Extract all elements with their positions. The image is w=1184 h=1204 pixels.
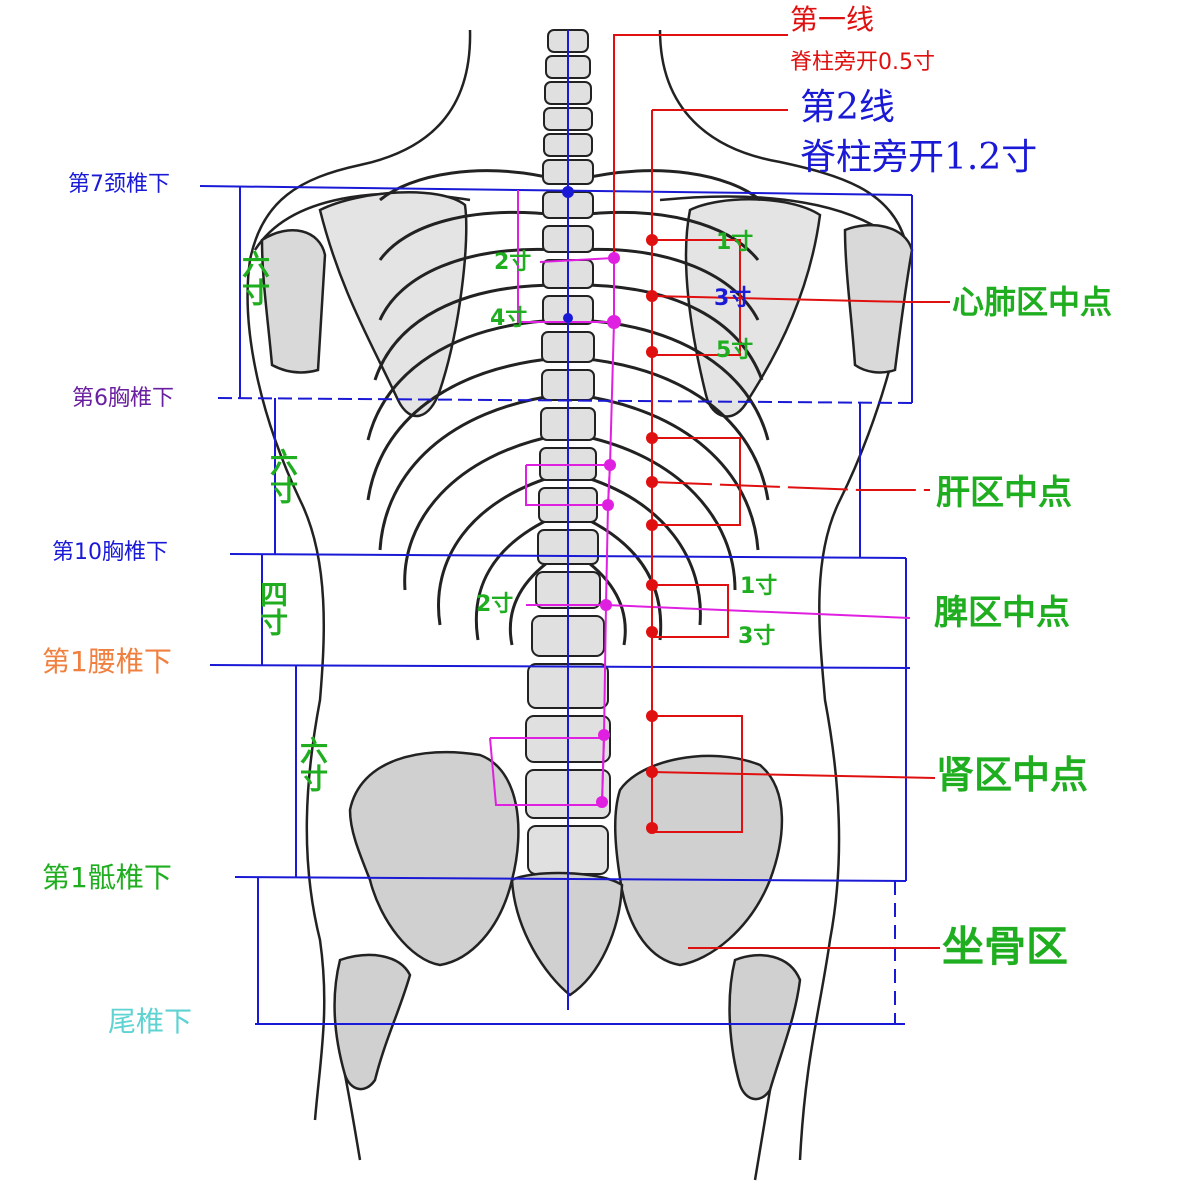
right-femur-shaft <box>755 1090 770 1180</box>
level-label-t10: 第10胸椎下 <box>52 542 168 564</box>
first-line-desc: 脊柱旁开0.5寸 <box>790 52 935 74</box>
zone-heart-lung: 心肺区中点 <box>952 286 1112 318</box>
mark-left-2cun-mid: 2寸 <box>476 594 513 616</box>
right-humerus <box>845 225 912 372</box>
liver-leader <box>652 482 930 490</box>
level-label-c7: 第7颈椎下 <box>68 174 170 196</box>
liver-box <box>652 438 740 525</box>
level-label-s1: 第1骶椎下 <box>42 864 172 892</box>
zone-sciatic: 坐骨区 <box>942 926 1068 968</box>
mark-right-5cun: 5寸 <box>716 340 753 362</box>
span-label-mid-back: 六寸 <box>268 448 296 504</box>
mark-right-3cun-mid: 3寸 <box>738 626 775 648</box>
first-line-title: 第一线 <box>790 6 874 34</box>
zone-spleen: 脾区中点 <box>934 596 1070 630</box>
span-label-lower-back: 四寸 <box>258 580 286 636</box>
spleen-box <box>652 585 728 637</box>
level-label-t6: 第6胸椎下 <box>72 388 174 410</box>
left-humerus <box>262 230 325 372</box>
mark-left-4cun: 4寸 <box>490 308 527 330</box>
left-femur <box>335 955 410 1089</box>
second-line-desc: 脊柱旁开1.2寸 <box>800 140 1037 176</box>
mark-right-1cun-mid: 1寸 <box>740 576 777 598</box>
right-ilium <box>615 756 782 965</box>
zone-liver: 肝区中点 <box>936 476 1072 510</box>
mark-left-2cun-top: 2寸 <box>494 252 531 274</box>
span-label-lumbar: 六寸 <box>298 736 326 792</box>
mark-right-1cun-top: 1寸 <box>716 232 753 254</box>
mark-right-3cun-top: 3寸 <box>714 288 751 310</box>
level-label-l1: 第1腰椎下 <box>42 648 172 676</box>
second-line-title: 第2线 <box>800 90 895 126</box>
left-scapula <box>320 192 466 416</box>
right-femur <box>730 955 800 1099</box>
level-label-coccyx: 尾椎下 <box>108 1008 192 1036</box>
zone-kidney: 肾区中点 <box>936 756 1088 794</box>
span-label-upper-back: 六寸 <box>240 250 268 306</box>
